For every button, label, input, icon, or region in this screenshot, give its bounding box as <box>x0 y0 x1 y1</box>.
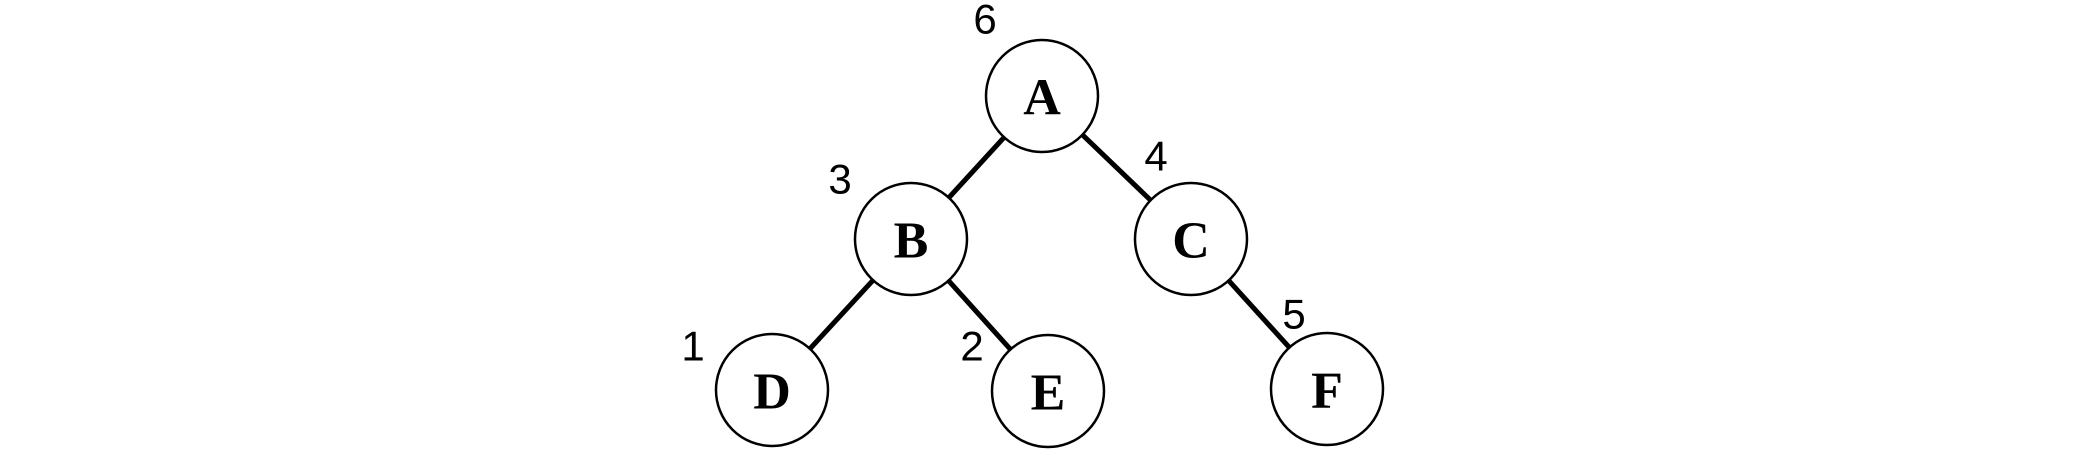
node-circle-F <box>1269 331 1385 447</box>
node-label-F: F <box>1311 363 1343 420</box>
visit-order-E: 2 <box>960 323 983 370</box>
visit-order-D: 1 <box>681 323 704 370</box>
node-F: F5 <box>1269 291 1385 447</box>
node-circle-B <box>853 181 969 297</box>
node-C: C4 <box>1133 133 1249 297</box>
node-label-E: E <box>1031 365 1066 422</box>
visit-order-A: 6 <box>973 0 996 43</box>
node-A: A6 <box>973 0 1100 154</box>
node-label-A: A <box>1023 70 1061 127</box>
node-label-B: B <box>894 213 929 270</box>
node-circle-A <box>984 38 1100 154</box>
visit-order-C: 4 <box>1144 133 1167 180</box>
visit-order-B: 3 <box>828 156 851 203</box>
node-circle-D <box>714 332 830 448</box>
node-D: D1 <box>681 323 830 448</box>
node-circle-E <box>990 333 1106 449</box>
node-B: B3 <box>828 156 969 297</box>
node-E: E2 <box>960 323 1106 449</box>
node-label-C: C <box>1172 213 1210 270</box>
node-circle-C <box>1133 181 1249 297</box>
node-label-D: D <box>753 364 791 421</box>
visit-order-F: 5 <box>1282 291 1305 338</box>
